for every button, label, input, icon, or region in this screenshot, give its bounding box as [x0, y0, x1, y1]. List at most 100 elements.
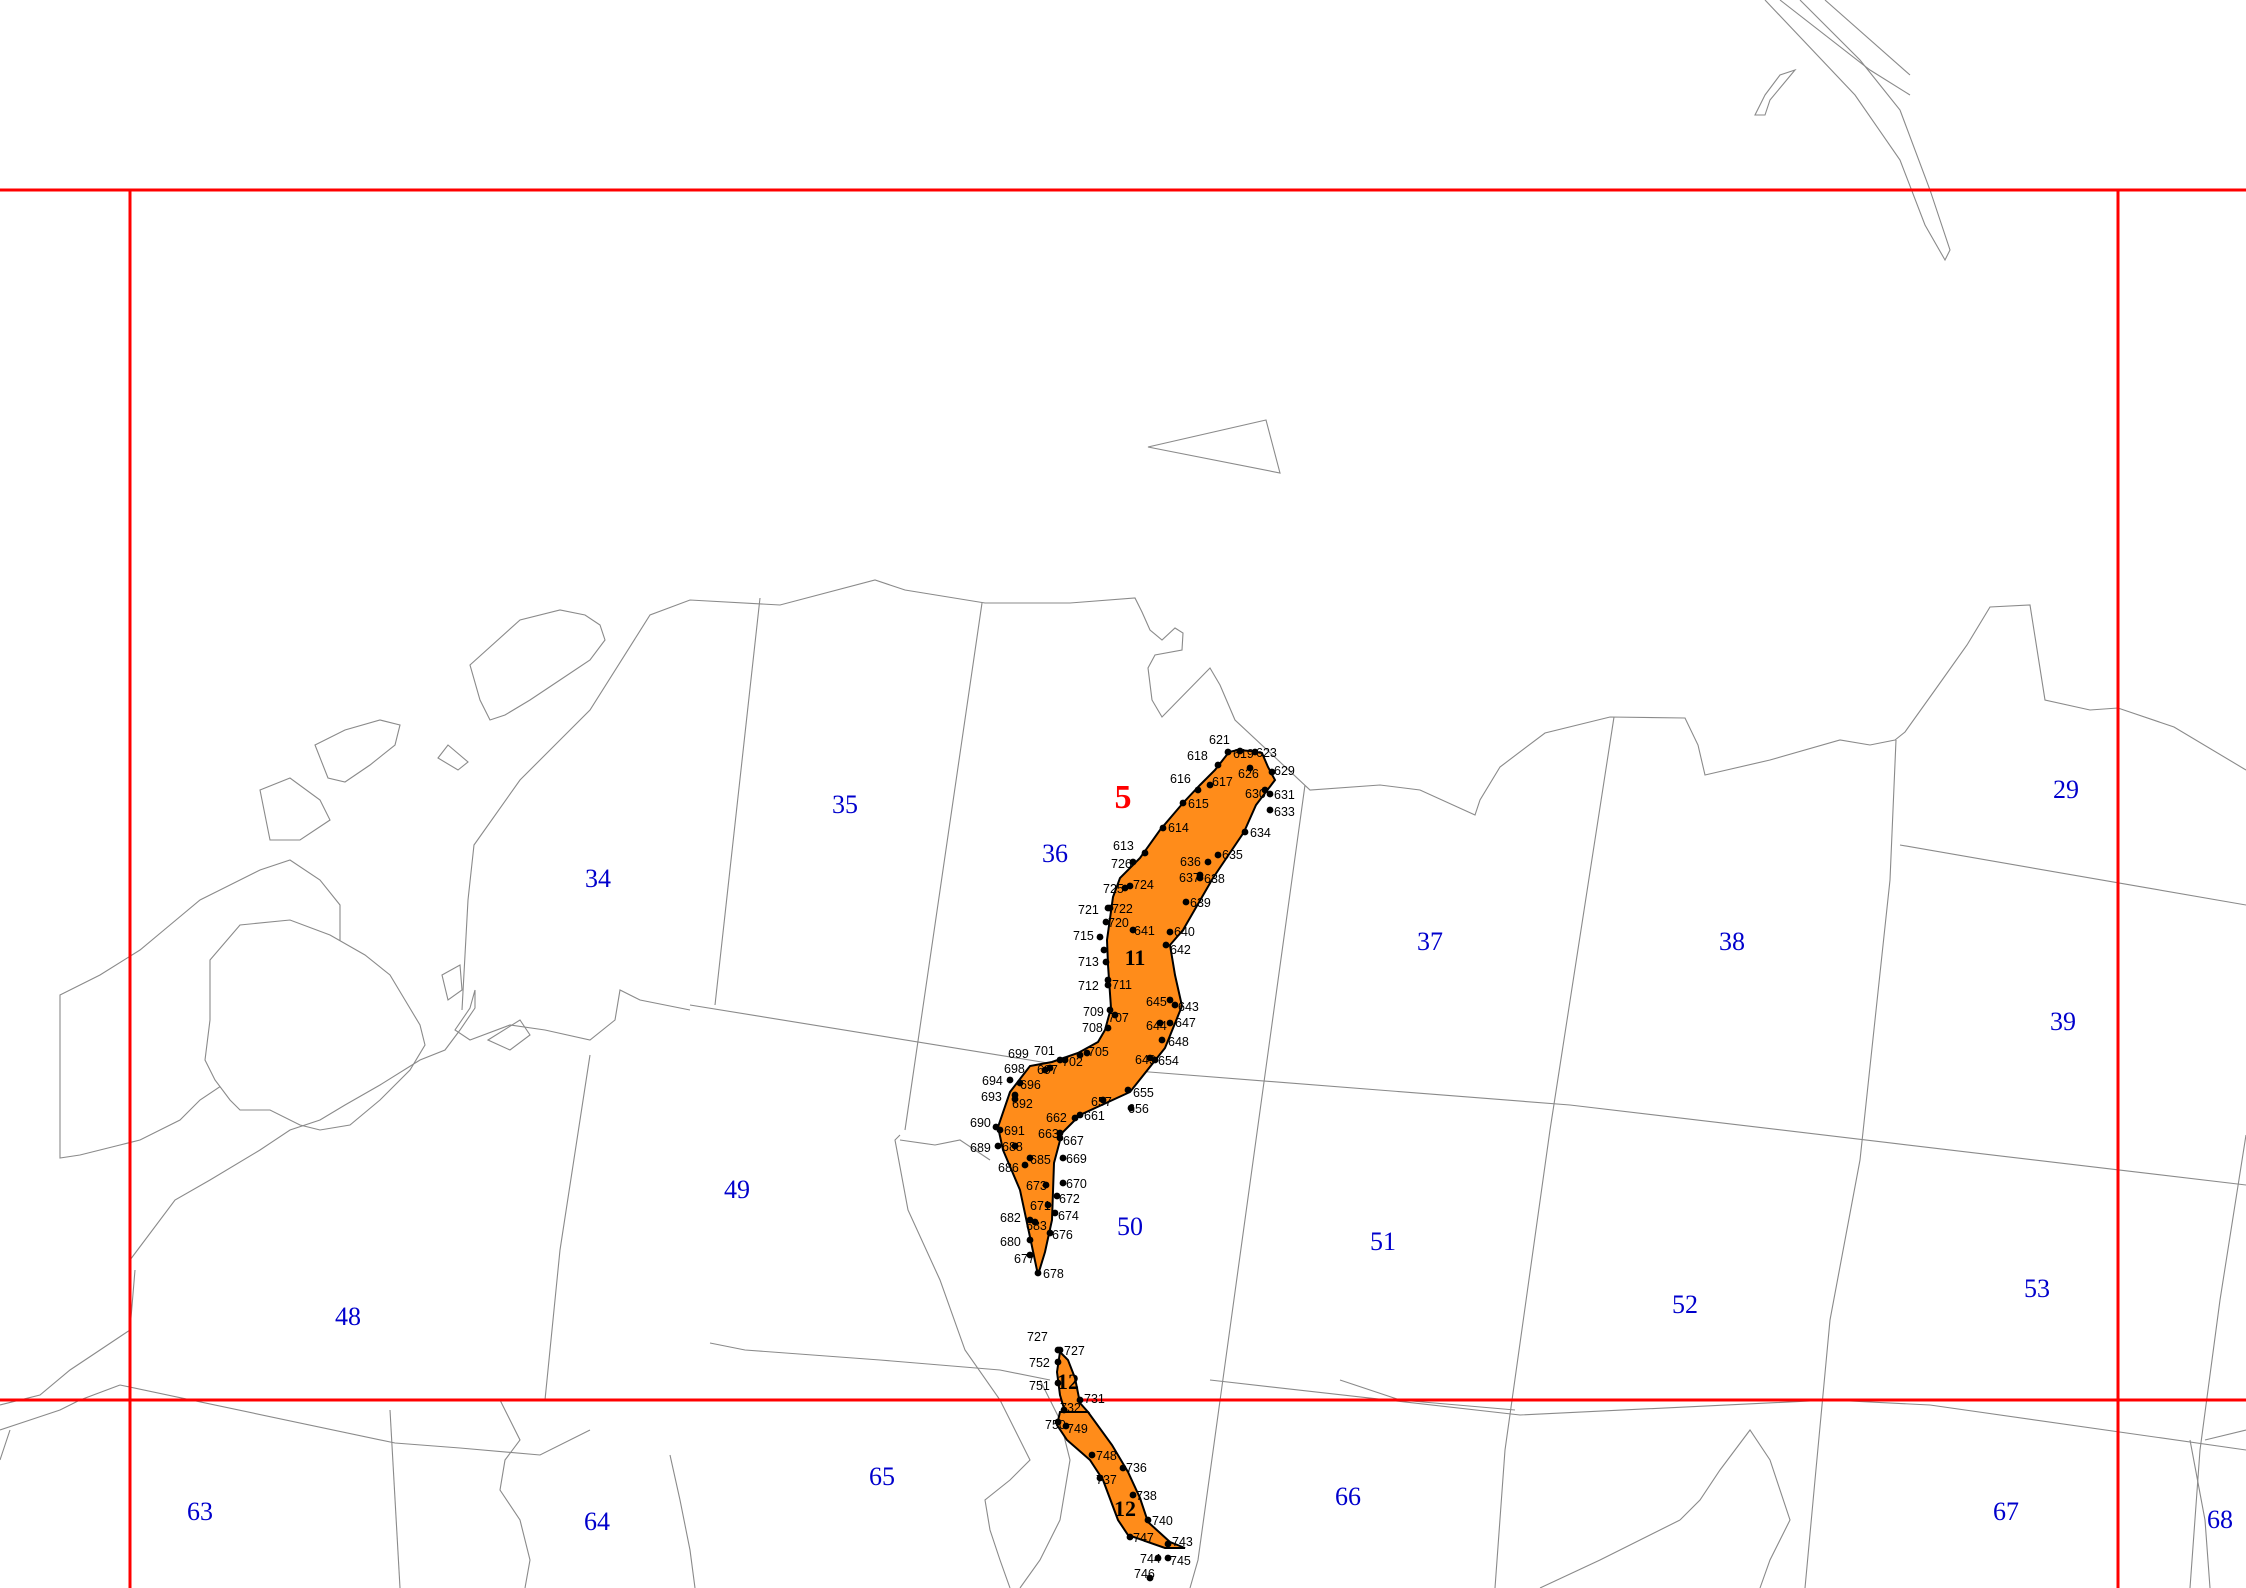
vertex-point[interactable] — [1126, 1533, 1134, 1541]
vertex-point[interactable] — [1102, 958, 1110, 966]
vertex-point[interactable] — [1129, 858, 1137, 866]
vertex-point[interactable] — [1054, 1379, 1062, 1387]
vertex-point[interactable] — [1054, 1418, 1062, 1426]
vertex-point[interactable] — [1166, 1019, 1174, 1027]
vertex-point[interactable] — [1159, 824, 1167, 832]
vertex-point[interactable] — [1106, 1006, 1114, 1014]
vertex-point[interactable] — [1026, 1251, 1034, 1259]
vertex-point[interactable] — [1096, 1474, 1104, 1482]
vertex-point[interactable] — [1214, 761, 1222, 769]
vertex-point[interactable] — [1026, 1236, 1034, 1244]
vertex-point[interactable] — [1251, 748, 1259, 756]
vertex-point[interactable] — [1204, 858, 1212, 866]
vertex-point[interactable] — [1106, 904, 1114, 912]
vertex-point[interactable] — [1056, 1134, 1064, 1142]
highlighted-parcel-11[interactable] — [996, 748, 1277, 1276]
vertex-point[interactable] — [1166, 928, 1174, 936]
vertex-point[interactable] — [1034, 1269, 1042, 1277]
vertex-point[interactable] — [1071, 1114, 1079, 1122]
vertex-point[interactable] — [1194, 786, 1202, 794]
vertex-point[interactable] — [1099, 1096, 1107, 1104]
vertex-point[interactable] — [1162, 941, 1170, 949]
vertex-point[interactable] — [1059, 1179, 1067, 1187]
vertex-point[interactable] — [1021, 1161, 1029, 1169]
vertex-point[interactable] — [1026, 1154, 1034, 1162]
vertex-point[interactable] — [1016, 1079, 1024, 1087]
vertex-point[interactable] — [1059, 1154, 1067, 1162]
vertex-label: 615 — [1188, 797, 1209, 811]
vertex-point[interactable] — [1182, 898, 1190, 906]
vertex-point[interactable] — [1088, 1451, 1096, 1459]
vertex-point[interactable] — [1031, 1218, 1039, 1226]
vertex-point[interactable] — [1076, 1051, 1084, 1059]
vertex-point[interactable] — [1056, 1056, 1064, 1064]
vertex-point[interactable] — [1164, 1554, 1172, 1562]
vertex-point[interactable] — [1011, 1142, 1019, 1150]
vertex-point[interactable] — [1044, 1201, 1052, 1209]
vertex-label: 731 — [1084, 1392, 1105, 1406]
highlighted-parcel-12-south[interactable] — [1055, 1411, 1186, 1549]
vertex-label: 647 — [1175, 1016, 1196, 1030]
vertex-point[interactable] — [1144, 1516, 1152, 1524]
vertex-point[interactable] — [1054, 1358, 1062, 1366]
vertex-point[interactable] — [1124, 1086, 1132, 1094]
vertex-point[interactable] — [1166, 996, 1174, 1004]
vertex-point[interactable] — [1102, 918, 1110, 926]
vertex-point[interactable] — [1266, 806, 1274, 814]
vertex-point[interactable] — [1126, 882, 1134, 890]
vertex-point[interactable] — [1146, 1574, 1154, 1582]
vertex-point[interactable] — [1127, 1104, 1135, 1112]
vertex-point[interactable] — [1268, 768, 1276, 776]
vertex-point[interactable] — [1129, 926, 1137, 934]
vertex-point[interactable] — [1104, 981, 1112, 989]
vertex-point[interactable] — [1042, 1181, 1050, 1189]
vertex-point[interactable] — [1061, 1056, 1069, 1064]
vertex-point[interactable] — [1046, 1064, 1054, 1072]
vertex-point[interactable] — [1196, 874, 1204, 882]
vertex-point[interactable] — [1206, 781, 1214, 789]
vertex-point[interactable] — [1214, 851, 1222, 859]
vertex-label: 643 — [1178, 1000, 1199, 1014]
vertex-point[interactable] — [996, 1126, 1004, 1134]
vertex-label: 669 — [1066, 1152, 1087, 1166]
vertex-point[interactable] — [1179, 799, 1187, 807]
vertex-point[interactable] — [1261, 786, 1269, 794]
vertex-point[interactable] — [1171, 1001, 1179, 1009]
vertex-point[interactable] — [1056, 1129, 1064, 1137]
vertex-point[interactable] — [1141, 849, 1149, 857]
vertex-point[interactable] — [1224, 748, 1232, 756]
vertex-point[interactable] — [1046, 1229, 1054, 1237]
vertex-point[interactable] — [1083, 1049, 1091, 1057]
vertex-point[interactable] — [1104, 976, 1112, 984]
vertex-point[interactable] — [1266, 790, 1274, 798]
vertex-point[interactable] — [1100, 946, 1108, 954]
vertex-point[interactable] — [1158, 1036, 1166, 1044]
vertex-point[interactable] — [1156, 1019, 1164, 1027]
vertex-point[interactable] — [1111, 1011, 1119, 1019]
vertex-point[interactable] — [1104, 1024, 1112, 1032]
vertex-point[interactable] — [1056, 1346, 1064, 1354]
vertex-point[interactable] — [1096, 933, 1104, 941]
vertex-point[interactable] — [1011, 1095, 1019, 1103]
vertex-point[interactable] — [1076, 1396, 1084, 1404]
vertex-point[interactable] — [1051, 1209, 1059, 1217]
vertex-label: 676 — [1052, 1228, 1073, 1242]
vertex-point[interactable] — [1053, 1192, 1061, 1200]
vertex-point[interactable] — [994, 1142, 1002, 1150]
coastline — [461, 579, 2246, 1011]
vertex-point[interactable] — [1151, 1056, 1159, 1064]
vertex-point[interactable] — [1119, 1464, 1127, 1472]
vertex-label: 637 — [1179, 871, 1200, 885]
vertex-point[interactable] — [1060, 1406, 1068, 1414]
vertex-point[interactable] — [1129, 1491, 1137, 1499]
vertex-point[interactable] — [1241, 828, 1249, 836]
vertex-point[interactable] — [1006, 1076, 1014, 1084]
vertex-point[interactable] — [1154, 1554, 1162, 1562]
vertex-point[interactable] — [1246, 764, 1254, 772]
vertex-point[interactable] — [1076, 1111, 1084, 1119]
vertex-point[interactable] — [1236, 747, 1244, 755]
vertex-label: 642 — [1170, 943, 1191, 957]
vertex-point[interactable] — [1164, 1540, 1172, 1548]
vertex-point[interactable] — [1062, 1422, 1070, 1430]
vertex-label: 636 — [1180, 855, 1201, 869]
